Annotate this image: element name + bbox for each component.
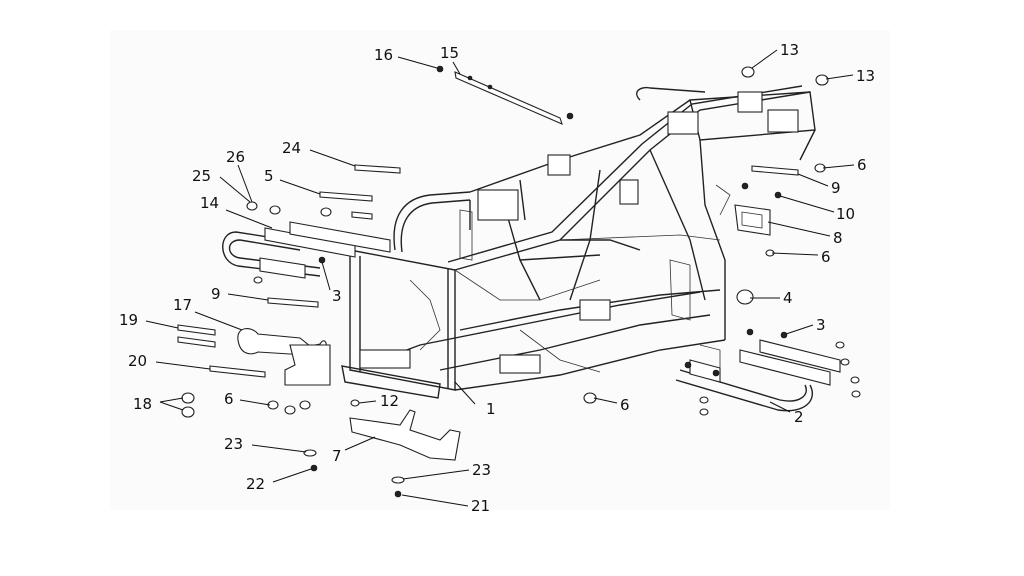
callout-10: 10 [836, 205, 855, 223]
callout-25: 25 [192, 167, 211, 185]
callout-6-bottom: 6 [620, 396, 630, 414]
callout-14: 14 [200, 194, 219, 212]
left-footrest [222, 221, 391, 279]
bar-15 [454, 71, 563, 125]
bracket-8 [734, 204, 771, 236]
main-frame [341, 85, 816, 399]
right-footrest [675, 339, 841, 412]
callout-23-left: 23 [224, 435, 243, 453]
callout-7: 7 [332, 447, 342, 465]
callout-13-right: 13 [856, 67, 875, 85]
callout-24: 24 [282, 139, 301, 157]
callout-8: 8 [833, 229, 843, 247]
callout-9-left: 9 [211, 285, 221, 303]
callout-6-top: 6 [857, 156, 867, 174]
callout-3-right: 3 [816, 316, 826, 334]
callout-labels: 1 2 3 3 4 5 6 6 6 6 7 8 9 9 10 12 13 13 … [119, 41, 875, 515]
fasteners [177, 65, 861, 498]
callout-16: 16 [374, 46, 393, 64]
callout-13-top: 13 [780, 41, 799, 59]
clamp-17 [237, 328, 331, 386]
callout-20: 20 [128, 352, 147, 370]
callout-6-left: 6 [224, 390, 234, 408]
callout-21: 21 [471, 497, 490, 515]
callout-26: 26 [226, 148, 245, 166]
callout-2: 2 [794, 408, 804, 426]
callout-1: 1 [486, 400, 496, 418]
callout-23-right: 23 [472, 461, 491, 479]
callout-6-mid: 6 [821, 248, 831, 266]
callout-18: 18 [133, 395, 152, 413]
callout-9-right: 9 [831, 179, 841, 197]
plate-7 [349, 409, 461, 461]
callout-4: 4 [783, 289, 793, 307]
callout-12: 12 [380, 392, 399, 410]
callout-5: 5 [264, 167, 274, 185]
callout-3-left: 3 [332, 287, 342, 305]
callout-22: 22 [246, 475, 265, 493]
leader-lines [145, 49, 855, 507]
callout-17: 17 [173, 296, 192, 314]
callout-19: 19 [119, 311, 138, 329]
callout-15: 15 [440, 44, 459, 62]
